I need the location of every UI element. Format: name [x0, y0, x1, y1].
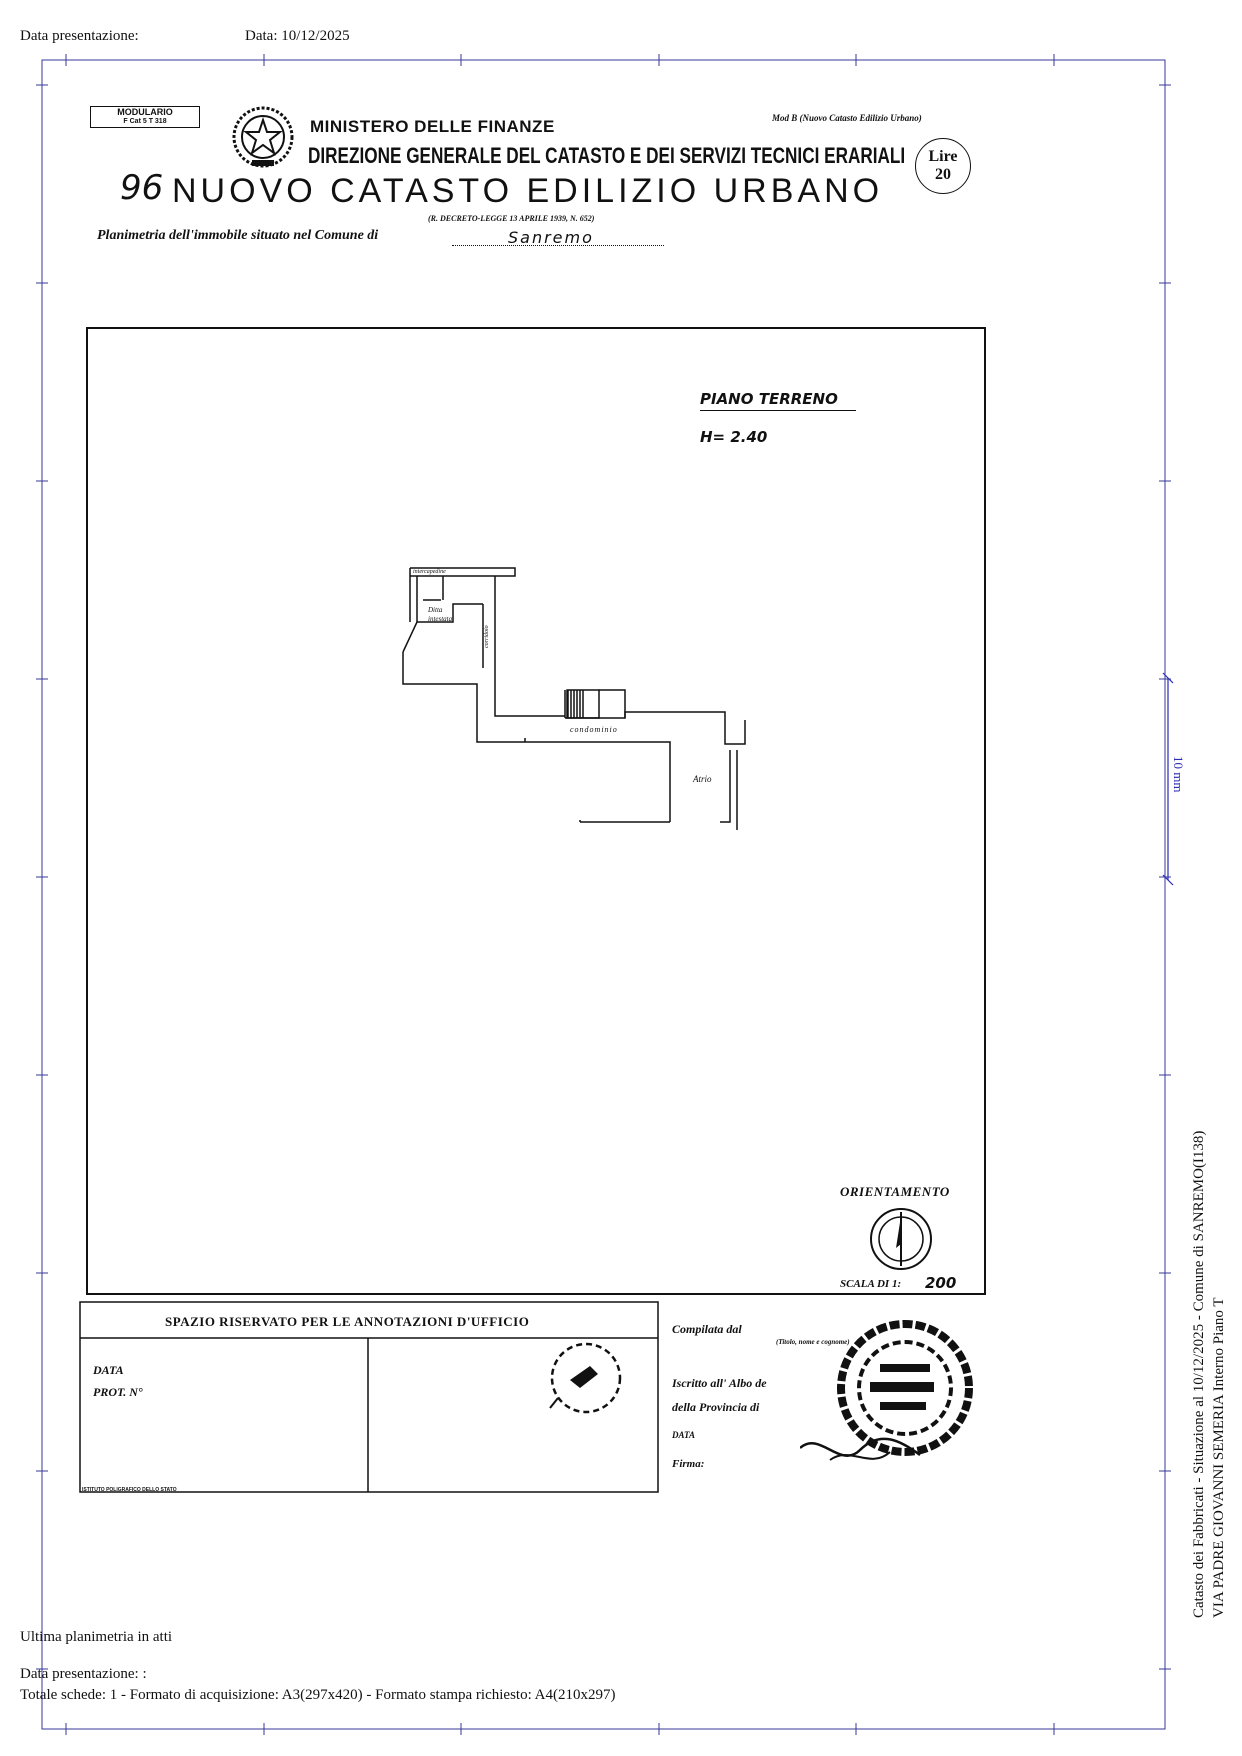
- lire-value: 20: [935, 166, 951, 183]
- ministry-name: MINISTERO DELLE FINANZE: [310, 117, 555, 136]
- lire-label: Lire: [928, 148, 958, 165]
- compiler-date-label: DATA: [672, 1430, 696, 1440]
- state-emblem-icon: [232, 106, 294, 168]
- office-stamp-icon: [549, 1342, 622, 1414]
- annotation-frame: [79, 1301, 659, 1493]
- register-title: NUOVO CATASTO EDILIZIO URBANO: [172, 172, 884, 210]
- lire-stamp: Lire 20: [915, 138, 971, 194]
- printer-credit: ISTITUTO POLIGRAFICO DELLO STATO: [82, 1487, 177, 1493]
- room-corridoio: corridoio: [484, 625, 490, 648]
- sheet-number: 96: [120, 168, 164, 208]
- measure-bar: [1162, 672, 1174, 886]
- room-atrio: Atrio: [692, 774, 712, 784]
- floor-title: PIANO TERRENO: [700, 390, 838, 408]
- room-intercapedine: intercapedine: [413, 569, 446, 575]
- side-cadastre-line: Catasto dei Fabbricati - Situazione al 1…: [1191, 1130, 1207, 1618]
- reserved-space-title: SPAZIO RISERVATO PER LE ANNOTAZIONI D'UF…: [165, 1314, 530, 1329]
- footer-presentation-date: Data presentazione: :: [20, 1666, 147, 1682]
- floor-plan-sheet: [86, 327, 986, 1295]
- room-intestata: intestata: [428, 615, 453, 623]
- professional-stamp-icon: [800, 1320, 973, 1461]
- title-name-note: (Titolo, nome e cognome): [776, 1338, 850, 1346]
- scale-label: SCALA DI 1:: [840, 1278, 902, 1290]
- compiled-by-label: Compilata dal: [672, 1322, 742, 1336]
- compass-icon: [870, 1208, 932, 1270]
- room-condominio: condominio: [570, 725, 618, 734]
- modulario-code: F Cat 5 T 318: [123, 118, 167, 125]
- orientation-label: ORIENTAMENTO: [840, 1184, 950, 1199]
- signature-label: Firma:: [672, 1458, 705, 1470]
- floor-height: H= 2.40: [700, 428, 768, 446]
- decree-reference: (R. DECRETO-LEGGE 13 APRILE 1939, N. 652…: [428, 214, 595, 223]
- register-enrolled-label: Iscritto all' Albo de: [672, 1376, 767, 1390]
- province-label: della Provincia di: [672, 1400, 760, 1414]
- mod-b-label: Mod B (Nuovo Catasto Edilizio Urbano): [772, 113, 922, 123]
- planimetry-label: Planimetria dell'immobile situato nel Co…: [97, 228, 379, 243]
- annotation-date-label: DATA: [93, 1363, 124, 1377]
- floor-title-underline: [700, 410, 856, 411]
- presentation-date-label: Data presentazione:: [20, 28, 139, 44]
- comune-name: Sanremo: [508, 228, 594, 247]
- directorate-name: DIREZIONE GENERALE DEL CATASTO E DEI SER…: [308, 143, 906, 168]
- footer-format-summary: Totale schede: 1 - Formato di acquisizio…: [20, 1687, 616, 1703]
- comune-underline: [452, 245, 664, 246]
- floor-plan-drawing: intercapedine Ditta intestata corridoio …: [402, 567, 746, 830]
- document-date: Data: 10/12/2025: [245, 28, 350, 44]
- room-ditta: Ditta: [427, 606, 443, 614]
- annotation-protocol-label: PROT. N°: [93, 1385, 143, 1399]
- measure-label: 10 mm: [1171, 756, 1186, 793]
- scale-value: 200: [925, 1274, 957, 1292]
- modulario-box: MODULARIO F Cat 5 T 318: [90, 106, 200, 128]
- side-address-line: VIA PADRE GIOVANNI SEMERIA Interno Piano…: [1211, 1297, 1227, 1618]
- modulario-title: MODULARIO: [117, 107, 173, 117]
- last-plan-note: Ultima planimetria in atti: [20, 1629, 173, 1645]
